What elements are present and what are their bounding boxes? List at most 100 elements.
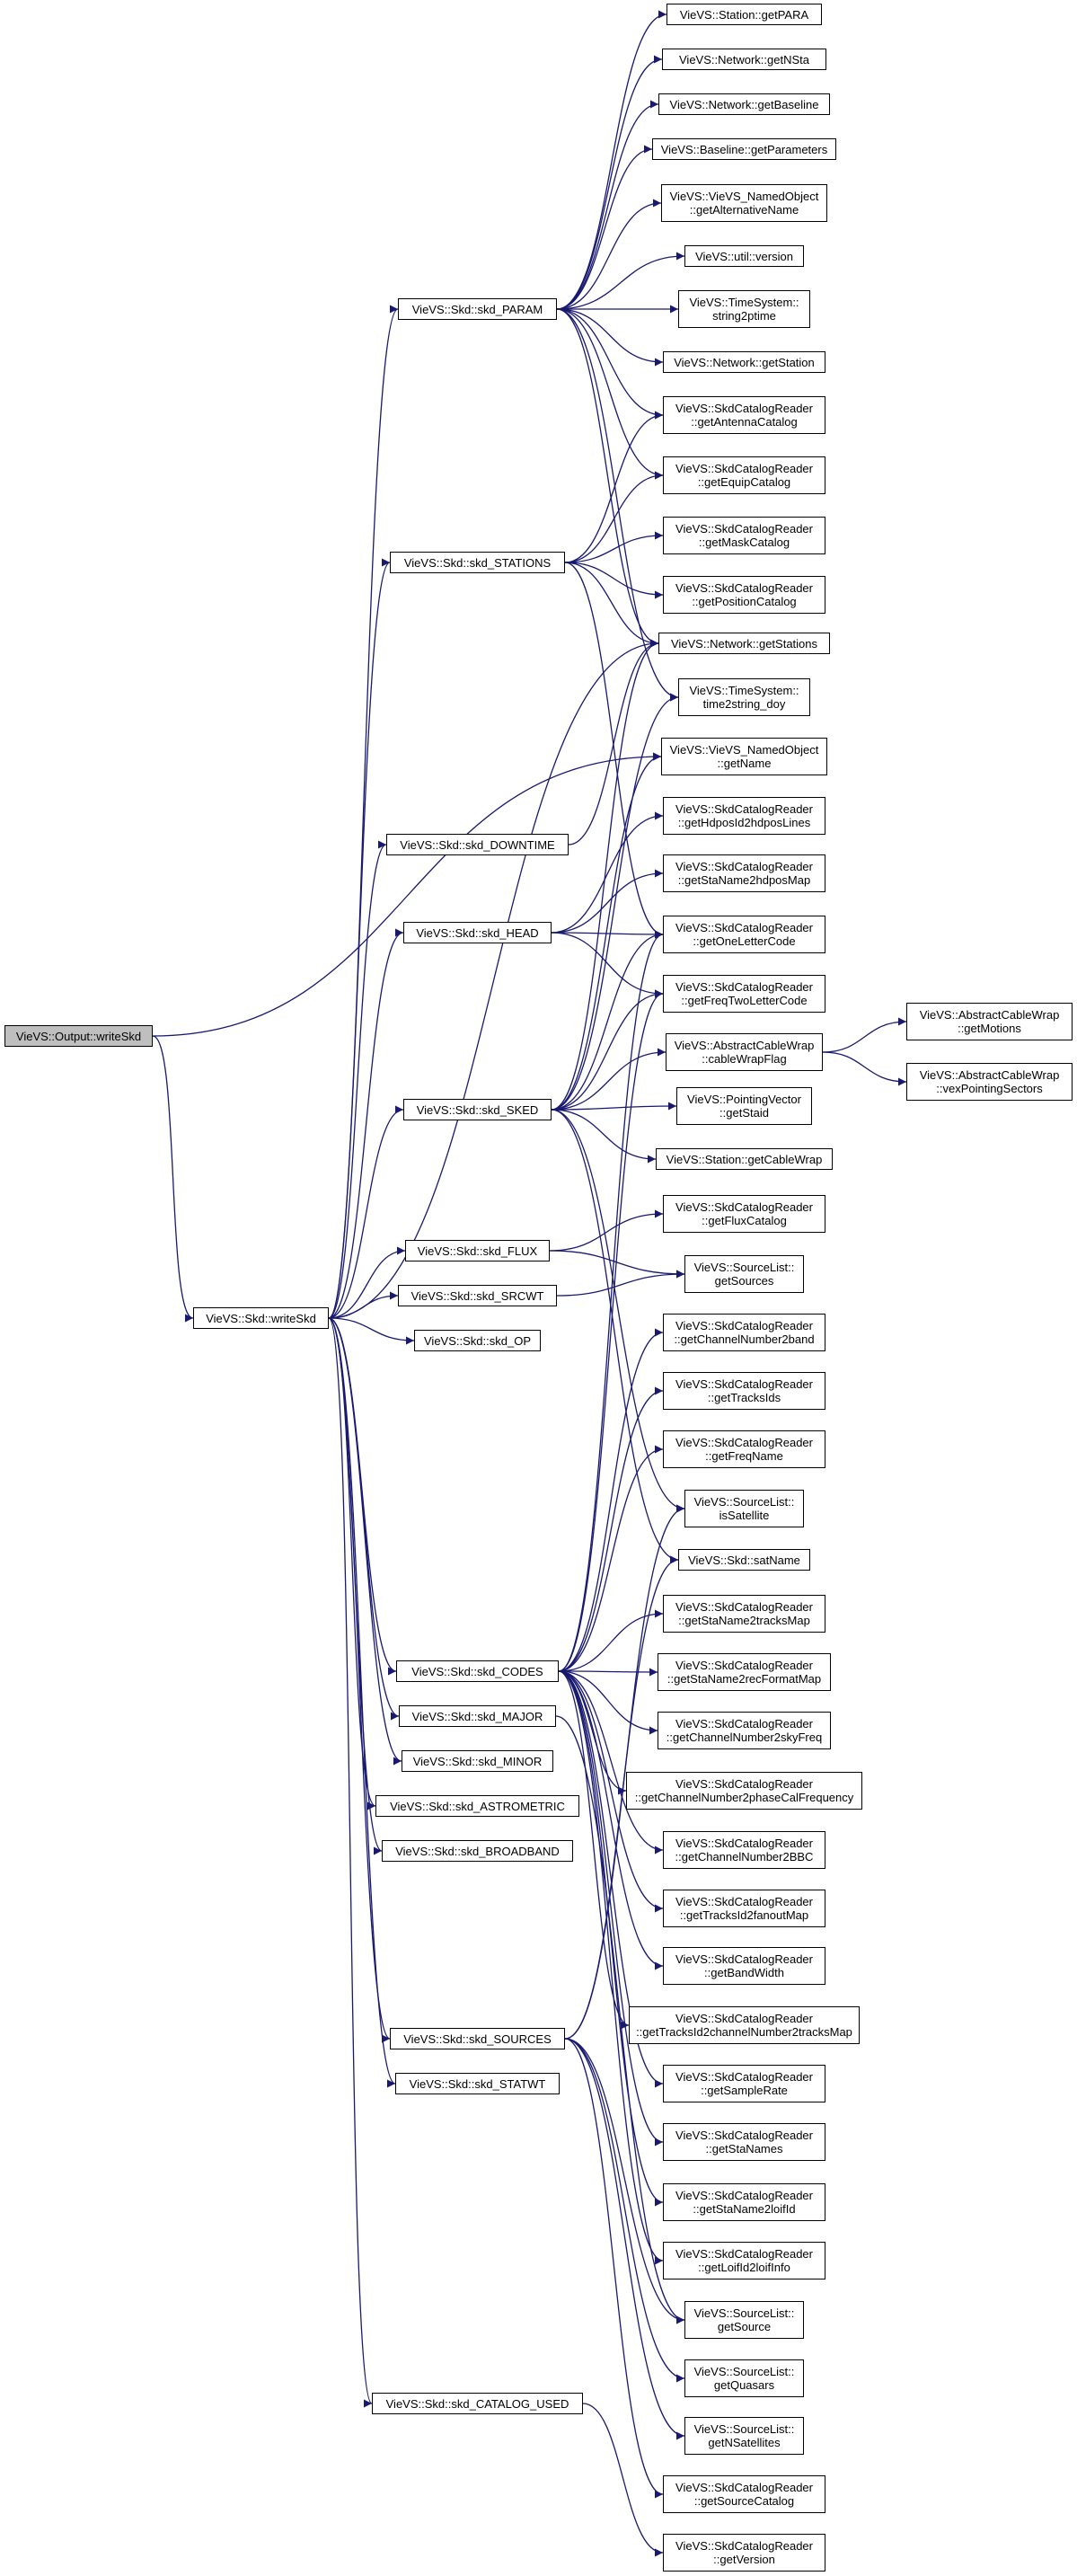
node-label: VieVS::SkdCatalogReader	[675, 2247, 813, 2261]
node-skd_HEAD[interactable]: VieVS::Skd::skd_HEAD	[403, 922, 552, 943]
node-getFreqTwoLetterCode[interactable]: VieVS::SkdCatalogReader::getFreqTwoLette…	[663, 975, 825, 1013]
node-getMaskCatalog[interactable]: VieVS::SkdCatalogReader::getMaskCatalog	[663, 517, 825, 554]
node-vexPointingSectors[interactable]: VieVS::AbstractCableWrap::vexPointingSec…	[906, 1063, 1073, 1101]
edge-skd_SKED-to-isSatellite	[551, 1109, 685, 1513]
node-label: ::getFluxCatalog	[702, 1214, 787, 1227]
node-getFreqName[interactable]: VieVS::SkdCatalogReader::getFreqName	[663, 1430, 825, 1468]
node-label: VieVS::SkdCatalogReader	[675, 1659, 813, 1672]
edge-skd_STATIONS-to-getStations	[564, 562, 659, 648]
node-getNSta[interactable]: VieVS::Network::getNSta	[662, 49, 826, 70]
node-skd_MINOR[interactable]: VieVS::Skd::skd_MINOR	[402, 1750, 553, 1772]
node-getSources[interactable]: VieVS::SourceList::getSources	[684, 1255, 804, 1293]
node-label: VieVS::SkdCatalogReader	[675, 1777, 813, 1791]
edge-skd_CODES-to-getTracksId2channelNumber2tracksMap	[558, 1670, 630, 2030]
node-getStaName2recFormatMap[interactable]: VieVS::SkdCatalogReader::getStaName2recF…	[658, 1653, 831, 1691]
edge-writeSkd-to-skd_OP	[328, 1317, 415, 1345]
node-label: VieVS::Network::getStations	[670, 636, 818, 651]
node-getStations[interactable]: VieVS::Network::getStations	[658, 633, 830, 654]
node-getFluxCatalog[interactable]: VieVS::SkdCatalogReader::getFluxCatalog	[663, 1195, 825, 1233]
node-getStaName2tracksMap[interactable]: VieVS::SkdCatalogReader::getStaName2trac…	[663, 1595, 825, 1633]
node-label: VieVS::SourceList::	[693, 1495, 795, 1509]
node-getTracksIds[interactable]: VieVS::SkdCatalogReader::getTracksIds	[663, 1372, 825, 1410]
node-time2string_doy[interactable]: VieVS::TimeSystem::time2string_doy	[678, 678, 810, 716]
edge-skd_CODES-to-getStaName2recFormatMap	[558, 1668, 658, 1677]
node-getChannelNumber2phaseCalFrequency[interactable]: VieVS::SkdCatalogReader::getChannelNumbe…	[626, 1772, 862, 1810]
node-getHdposId2hdposLines[interactable]: VieVS::SkdCatalogReader::getHdposId2hdpo…	[663, 797, 825, 835]
node-getSource[interactable]: VieVS::SourceList::getSource	[684, 2301, 804, 2339]
node-skd_FLUX[interactable]: VieVS::Skd::skd_FLUX	[405, 1240, 550, 1261]
node-label: VieVS::Skd::skd_CODES	[411, 1664, 543, 1678]
edge-skd_CODES-to-getOneLetterCode	[558, 930, 664, 1672]
node-getMotions[interactable]: VieVS::AbstractCableWrap::getMotions	[906, 1003, 1073, 1040]
node-getSampleRate[interactable]: VieVS::SkdCatalogReader::getSampleRate	[663, 2065, 825, 2102]
node-label: ::getName	[717, 757, 772, 770]
node-skd_DOWNTIME[interactable]: VieVS::Skd::skd_DOWNTIME	[386, 834, 569, 855]
node-skd_STATIONS[interactable]: VieVS::Skd::skd_STATIONS	[390, 552, 565, 573]
node-getNSatellites[interactable]: VieVS::SourceList::getNSatellites	[684, 2417, 804, 2455]
node-getPARA[interactable]: VieVS::Station::getPARA	[667, 4, 822, 25]
node-skd_SRCWT[interactable]: VieVS::Skd::skd_SRCWT	[398, 1285, 557, 1306]
node-getVersion[interactable]: VieVS::SkdCatalogReader::getVersion	[663, 2534, 825, 2572]
node-skd_ASTROMETRIC[interactable]: VieVS::Skd::skd_ASTROMETRIC	[375, 1795, 579, 1817]
node-skd_STATWT[interactable]: VieVS::Skd::skd_STATWT	[395, 2073, 560, 2094]
node-getStaName2hdposMap[interactable]: VieVS::SkdCatalogReader::getStaName2hdpo…	[663, 854, 825, 892]
node-getTracksId2channelNumber2tracksMap[interactable]: VieVS::SkdCatalogReader::getTracksId2cha…	[629, 2006, 860, 2044]
node-getLoifId2loifInfo[interactable]: VieVS::SkdCatalogReader::getLoifId2loifI…	[663, 2242, 825, 2279]
edge-skd_SKED-to-getCableWrap	[551, 1109, 657, 1164]
edge-skd_SOURCES-to-getSource	[564, 2038, 685, 2324]
node-getBandWidth[interactable]: VieVS::SkdCatalogReader::getBandWidth	[663, 1947, 825, 1985]
node-label: VieVS::Skd::skd_STATIONS	[403, 555, 552, 570]
node-getStaName2loifId[interactable]: VieVS::SkdCatalogReader::getStaName2loif…	[663, 2183, 825, 2221]
node-version[interactable]: VieVS::util::version	[684, 245, 804, 267]
node-getAlternativeName[interactable]: VieVS::VieVS_NamedObject::getAlternative…	[661, 184, 827, 222]
node-label: getSource	[717, 2320, 772, 2333]
node-skd_CATALOG_USED[interactable]: VieVS::Skd::skd_CATALOG_USED	[372, 2393, 583, 2414]
edge-skd_HEAD-to-getStaName2hdposMap	[551, 869, 664, 934]
node-cableWrapFlag[interactable]: VieVS::AbstractCableWrap::cableWrapFlag	[666, 1033, 823, 1071]
node-label: VieVS::Skd::skd_DOWNTIME	[400, 837, 555, 852]
node-writeSkdOut[interactable]: VieVS::Output::writeSkd	[4, 1025, 153, 1047]
edge-skd_SKED-to-getName	[551, 752, 662, 1111]
node-skd_BROADBAND[interactable]: VieVS::Skd::skd_BROADBAND	[382, 1840, 573, 1862]
node-getChannelNumber2BBC[interactable]: VieVS::SkdCatalogReader::getChannelNumbe…	[663, 1831, 825, 1869]
node-getTracksId2fanoutMap[interactable]: VieVS::SkdCatalogReader::getTracksId2fan…	[663, 1890, 825, 1927]
node-getSourceCatalog[interactable]: VieVS::SkdCatalogReader::getSourceCatalo…	[663, 2475, 825, 2513]
node-getChannelNumber2skyFreq[interactable]: VieVS::SkdCatalogReader::getChannelNumbe…	[658, 1712, 831, 1749]
node-label: VieVS::AbstractCableWrap	[919, 1008, 1060, 1022]
node-getName[interactable]: VieVS::VieVS_NamedObject::getName	[661, 738, 827, 775]
node-getEquipCatalog[interactable]: VieVS::SkdCatalogReader::getEquipCatalog	[663, 456, 825, 494]
node-skd_OP[interactable]: VieVS::Skd::skd_OP	[414, 1330, 541, 1351]
node-skd_MAJOR[interactable]: VieVS::Skd::skd_MAJOR	[399, 1705, 556, 1727]
node-getPositionCatalog[interactable]: VieVS::SkdCatalogReader::getPositionCata…	[663, 576, 825, 614]
node-label: ::getChannelNumber2skyFreq	[666, 1731, 823, 1744]
node-getCableWrap[interactable]: VieVS::Station::getCableWrap	[656, 1148, 833, 1170]
node-string2ptime[interactable]: VieVS::TimeSystem::string2ptime	[678, 290, 810, 328]
node-label: ::cableWrapFlag	[702, 1052, 787, 1066]
node-getQuasars[interactable]: VieVS::SourceList::getQuasars	[684, 2359, 804, 2397]
edge-skd_SKED-to-getOneLetterCode	[551, 930, 664, 1111]
node-getStaid[interactable]: VieVS::PointingVector::getStaid	[676, 1087, 812, 1125]
node-label: ::getStaName2tracksMap	[678, 1614, 810, 1627]
node-label: VieVS::SkdCatalogReader	[675, 2012, 813, 2025]
node-label: ::getMotions	[958, 1022, 1021, 1035]
node-skd_SKED[interactable]: VieVS::Skd::skd_SKED	[403, 1099, 552, 1120]
node-satName[interactable]: VieVS::Skd::satName	[678, 1549, 810, 1571]
edge-skd_CODES-to-getSampleRate	[558, 1670, 664, 2088]
node-getBaseline[interactable]: VieVS::Network::getBaseline	[658, 93, 830, 115]
node-getStaNames[interactable]: VieVS::SkdCatalogReader::getStaNames	[663, 2123, 825, 2161]
node-getChannelNumber2band[interactable]: VieVS::SkdCatalogReader::getChannelNumbe…	[663, 1314, 825, 1351]
node-getStation[interactable]: VieVS::Network::getStation	[663, 351, 825, 373]
node-getOneLetterCode[interactable]: VieVS::SkdCatalogReader::getOneLetterCod…	[663, 916, 825, 953]
edge-skd_PARAM-to-version	[556, 252, 685, 310]
node-skd_PARAM[interactable]: VieVS::Skd::skd_PARAM	[398, 298, 557, 320]
node-getAntennaCatalog[interactable]: VieVS::SkdCatalogReader::getAntennaCatal…	[663, 396, 825, 434]
node-writeSkd[interactable]: VieVS::Skd::writeSkd	[193, 1307, 329, 1329]
node-label: ::getLoifId2loifInfo	[698, 2261, 790, 2274]
node-skd_SOURCES[interactable]: VieVS::Skd::skd_SOURCES	[390, 2028, 565, 2049]
node-isSatellite[interactable]: VieVS::SourceList::isSatellite	[684, 1490, 804, 1527]
node-label: VieVS::Skd::skd_HEAD	[416, 925, 539, 940]
edge-skd_SKED-to-getStations	[551, 639, 659, 1111]
node-getParameters[interactable]: VieVS::Baseline::getParameters	[652, 138, 836, 160]
node-skd_CODES[interactable]: VieVS::Skd::skd_CODES	[396, 1660, 559, 1682]
